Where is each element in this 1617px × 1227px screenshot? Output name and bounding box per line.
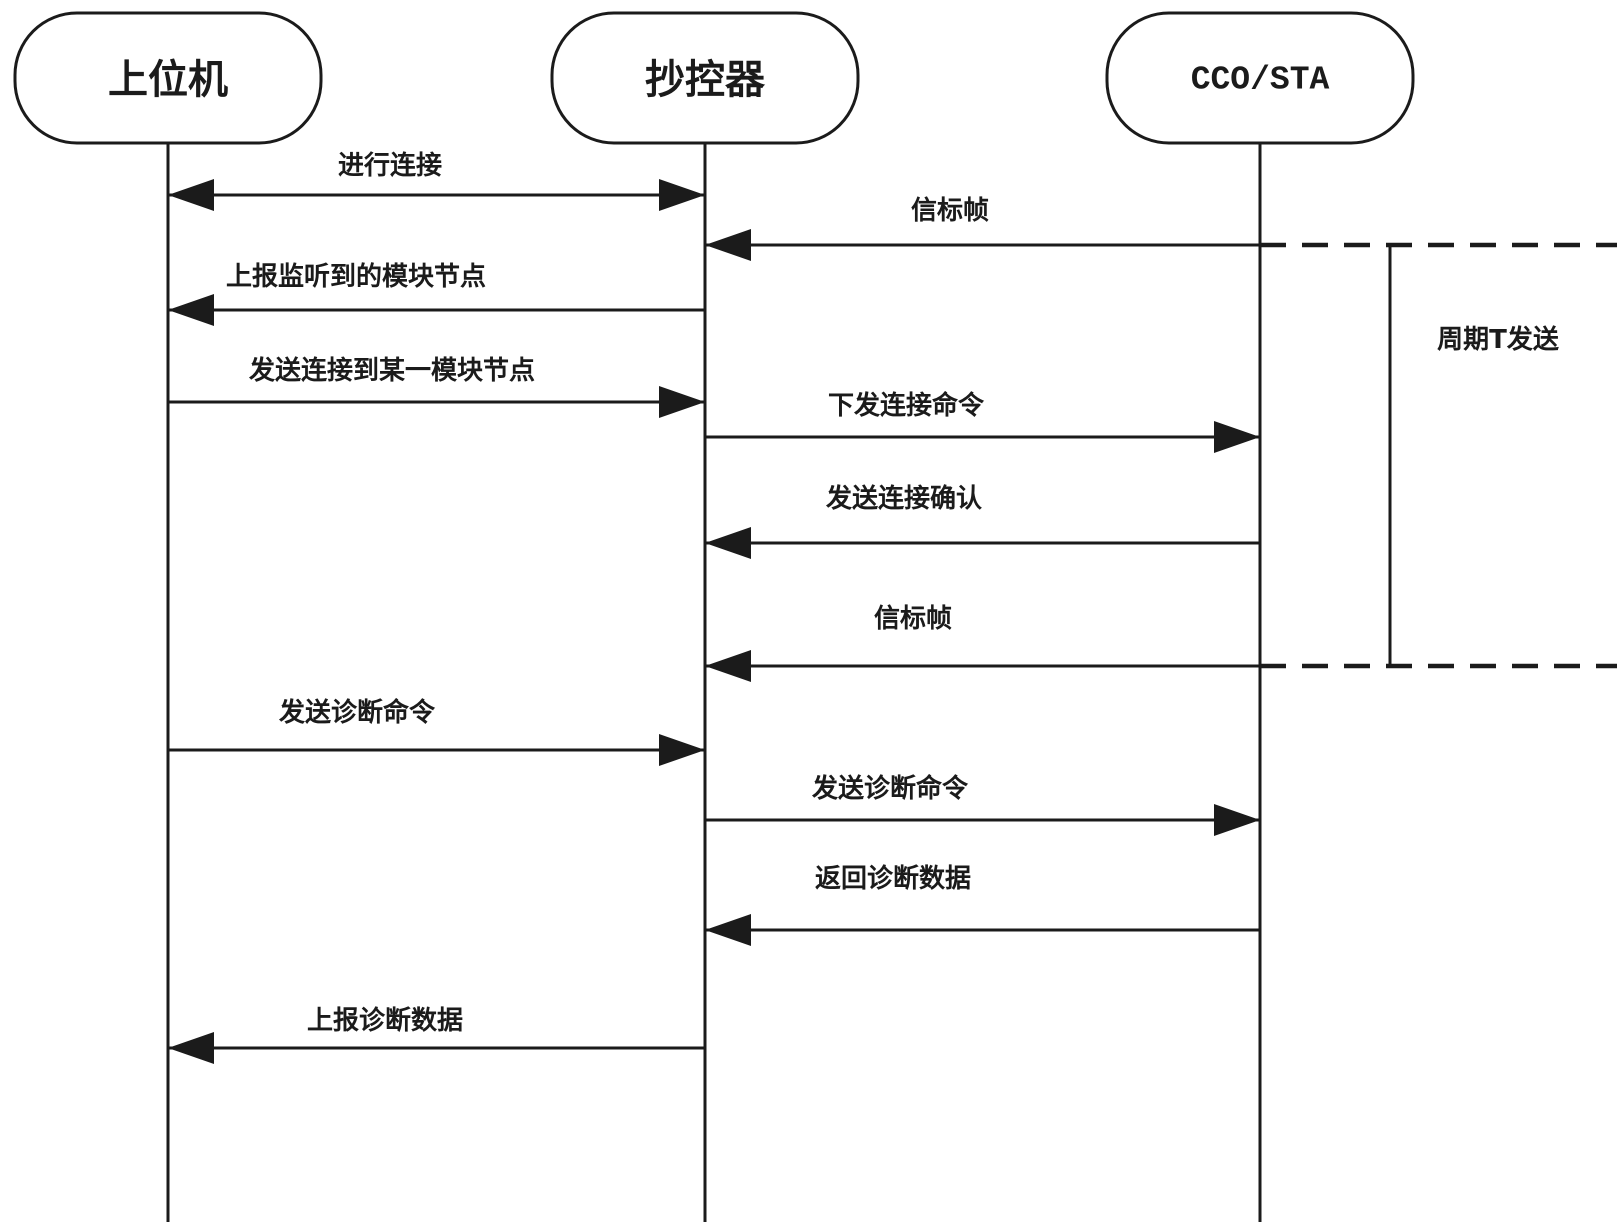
arrowhead-left-icon-diag-data-report: [168, 1032, 214, 1064]
message-label-connect-ack: 发送连接确认: [825, 483, 982, 514]
message-label-beacon-2: 信标帧: [874, 604, 952, 634]
message-label-issue-connect-cmd: 下发连接命令: [828, 390, 985, 421]
actor-label-host: 上位机: [108, 57, 228, 103]
message-label-diag-cmd-to-controller: 发送诊断命令: [278, 697, 436, 728]
arrowhead-right-icon-connect: [659, 179, 705, 211]
arrowhead-right-icon-connect-to-node: [659, 386, 705, 418]
message-label-beacon-1: 信标帧: [911, 196, 989, 226]
actor-label-controller: 抄控器: [645, 57, 766, 103]
message-label-connect: 进行连接: [338, 150, 442, 181]
diagram-text-layer: 上位机 抄控器 CCO/STA 进行连接 信标帧 上报监听到的模块节点 发送连接…: [108, 57, 1559, 1036]
message-label-report-nodes: 上报监听到的模块节点: [226, 261, 486, 292]
arrowhead-right-icon-diag-cmd-to-controller: [659, 734, 705, 766]
arrowhead-left-icon-connect: [168, 179, 214, 211]
message-label-diag-data-return: 返回诊断数据: [815, 863, 971, 894]
message-label-diag-cmd-to-cco: 发送诊断命令: [811, 773, 969, 804]
arrowhead-right-icon-diag-cmd-to-cco: [1214, 804, 1260, 836]
arrowhead-left-icon-beacon-1: [705, 229, 751, 261]
actor-label-cco-sta: CCO/STA: [1191, 62, 1330, 99]
message-label-connect-to-node: 发送连接到某一模块节点: [248, 355, 535, 386]
message-label-diag-data-report: 上报诊断数据: [307, 1005, 463, 1036]
arrowhead-right-icon-issue-connect-cmd: [1214, 421, 1260, 453]
arrowhead-left-icon-diag-data-return: [705, 914, 751, 946]
period-annotation-label: 周期T发送: [1437, 324, 1559, 355]
arrowhead-left-icon-beacon-2: [705, 650, 751, 682]
arrowhead-left-icon-connect-ack: [705, 527, 751, 559]
arrowhead-left-icon-report-nodes: [168, 294, 214, 326]
